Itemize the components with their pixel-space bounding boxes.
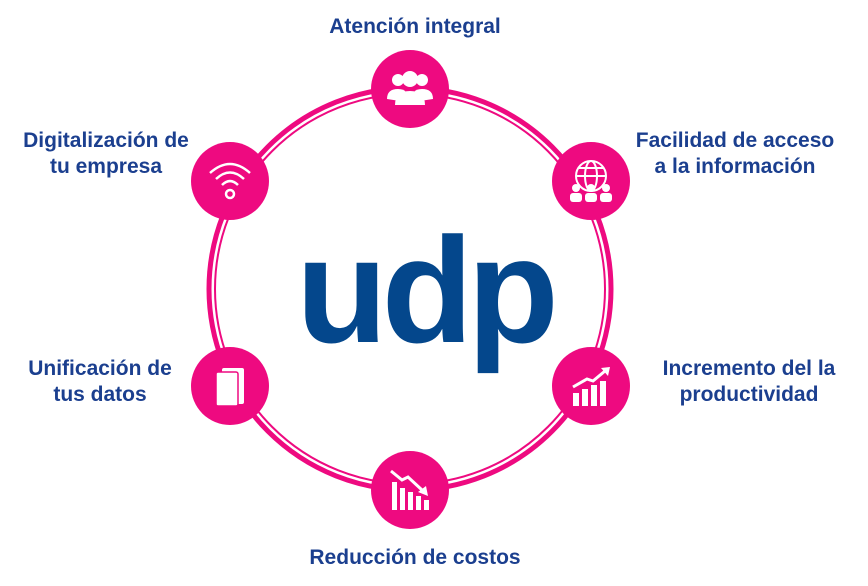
growth-chart-icon — [572, 367, 610, 406]
node-reduccion-costos — [371, 451, 449, 529]
node-facilidad-acceso — [552, 142, 630, 220]
udp-logo: udp — [296, 206, 559, 374]
globe-people-icon — [570, 160, 612, 202]
people-group-icon — [387, 71, 433, 105]
label-reduccion-costos: Reducción de costos — [309, 546, 521, 569]
wifi-icon — [209, 162, 251, 200]
node-incremento-productividad — [552, 347, 630, 425]
documents-icon — [215, 368, 244, 407]
node-unificacion-datos — [191, 347, 269, 425]
decline-chart-icon — [390, 469, 429, 510]
label-atencion-integral: Atención integral — [329, 15, 501, 38]
node-atencion-integral — [371, 50, 449, 128]
node-digitalizacion — [191, 142, 269, 220]
